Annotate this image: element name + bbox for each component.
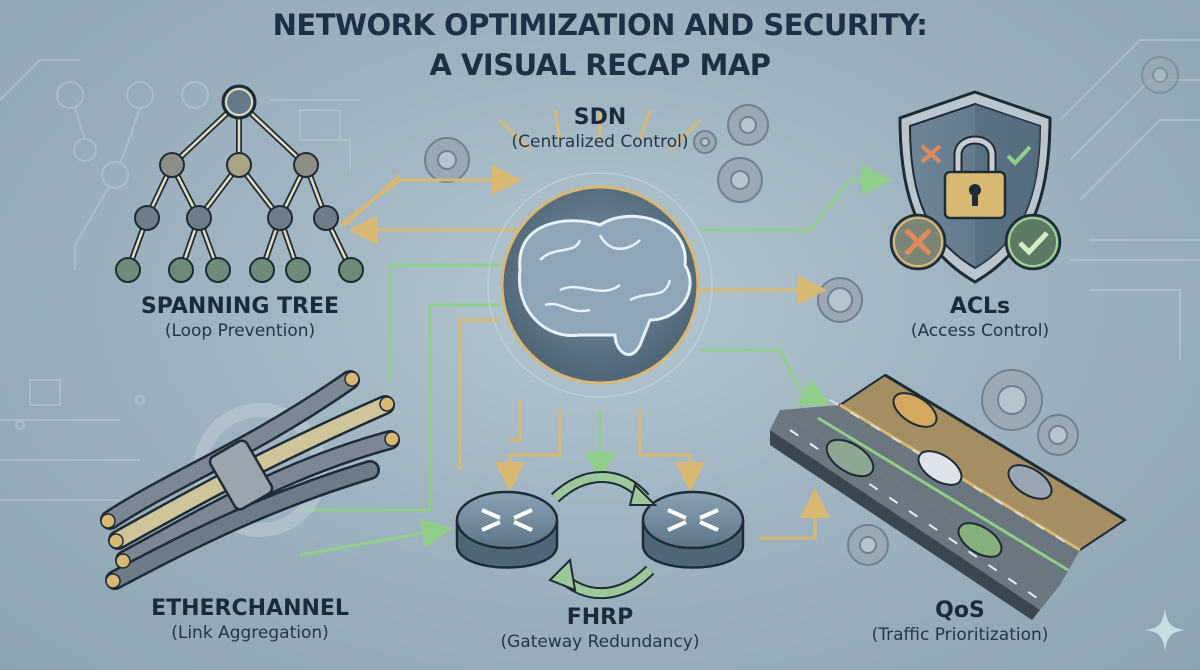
gear-icon (424, 137, 470, 183)
node-spanning-tree-name: SPANNING TREE (140, 294, 340, 319)
page-title-line1: NETWORK OPTIMIZATION AND SECURITY: (272, 8, 928, 42)
gear-icon (727, 104, 769, 146)
qos-highway (770, 373, 1127, 620)
brain-icon (517, 214, 692, 357)
page-title-line2: A VISUAL RECAP MAP (429, 48, 771, 82)
lock-icon (943, 135, 1007, 220)
node-sdn-subtitle: (Centralized Control) (511, 132, 689, 152)
background-circuitry (0, 39, 1200, 501)
permit-icon (1004, 213, 1062, 271)
node-etherchannel-subtitle: (Link Aggregation) (171, 623, 329, 643)
fhrp-router-pair (455, 471, 745, 600)
gear-icon (1141, 56, 1179, 94)
gear-icon (981, 369, 1043, 431)
deny-icon (889, 213, 947, 271)
gear-icon (847, 524, 889, 566)
node-spanning-tree: SPANNING TREE (Loop Prevention) (130, 294, 350, 342)
node-fhrp-subtitle: (Gateway Redundancy) (500, 632, 700, 652)
node-qos-subtitle: (Traffic Prioritization) (871, 625, 1049, 645)
node-sdn: SDN (Centralized Control) (500, 105, 700, 153)
sparkle-icon (1145, 608, 1185, 652)
gear-icon (1037, 414, 1079, 456)
deny-small-icon (920, 144, 942, 164)
node-fhrp: FHRP (Gateway Redundancy) (480, 605, 720, 653)
sdn-brain-hub (487, 172, 713, 398)
router-icon (455, 490, 559, 569)
gear-icon (693, 130, 717, 154)
node-qos-name: QoS (935, 598, 985, 623)
router-icon (641, 490, 745, 569)
node-etherchannel: ETHERCHANNEL (Link Aggregation) (140, 596, 360, 644)
node-sdn-name: SDN (573, 105, 627, 130)
node-acls-subtitle: (Access Control) (910, 321, 1050, 341)
car-icon (825, 392, 1053, 558)
node-spanning-tree-subtitle: (Loop Prevention) (164, 321, 316, 341)
gear-icon (717, 157, 763, 203)
node-acls-name: ACLs (949, 294, 1011, 319)
node-qos: QoS (Traffic Prioritization) (840, 598, 1080, 646)
spanning-tree-topology (115, 84, 364, 283)
acl-shield (889, 90, 1062, 284)
gear-icons (424, 56, 1179, 566)
gear-icon (817, 277, 863, 323)
connector-lines (299, 109, 892, 557)
node-etherchannel-name: ETHERCHANNEL (151, 596, 349, 621)
etherchannel-cable-bundle (100, 370, 400, 590)
permit-small-icon (1006, 145, 1032, 166)
node-acls: ACLs (Access Control) (880, 294, 1080, 342)
node-fhrp-name: FHRP (566, 605, 634, 630)
